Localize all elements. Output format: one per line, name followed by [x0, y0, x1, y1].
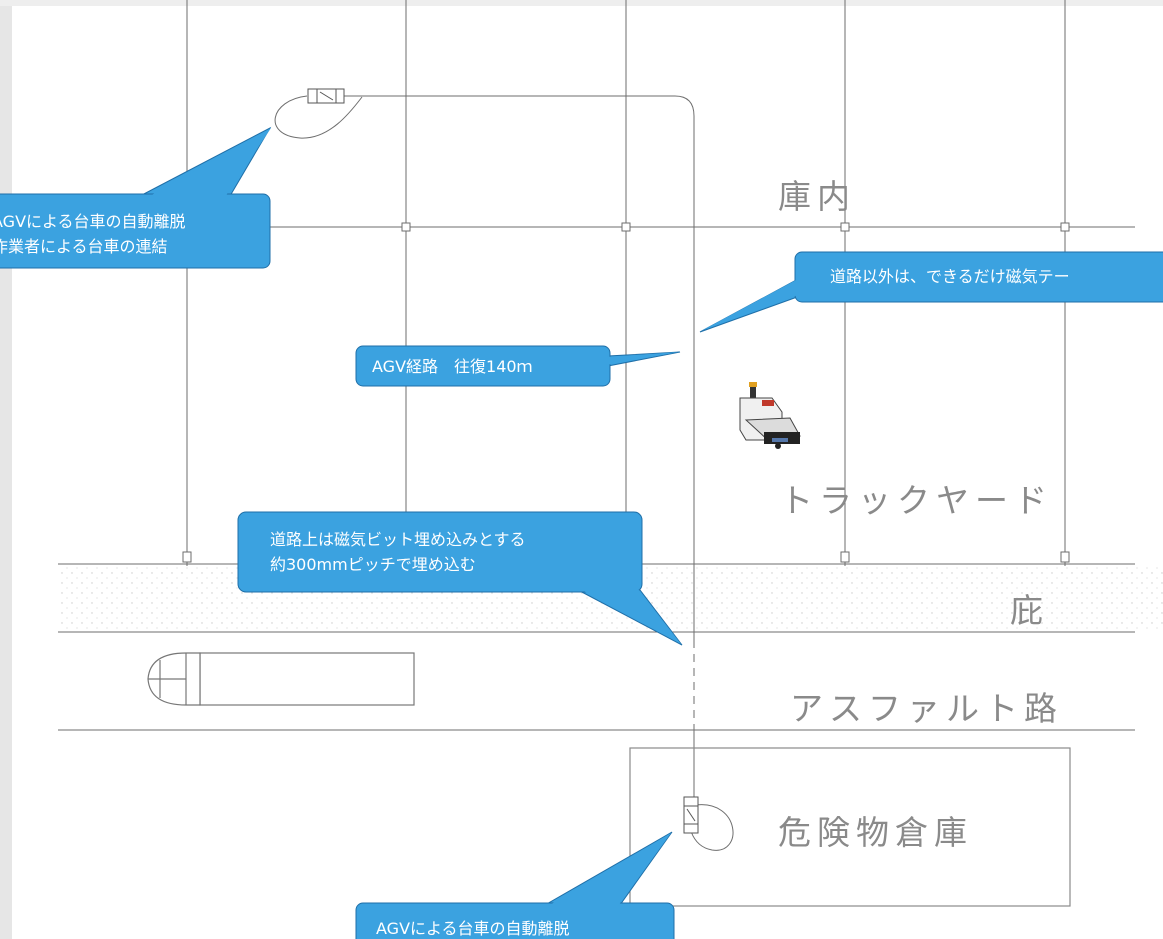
label-hazmat-warehouse: 危険物倉庫 — [778, 813, 973, 852]
agv-route — [274, 95, 734, 851]
label-asphalt-road: アスファルト路 — [790, 689, 1063, 728]
column-markers — [182, 222, 1070, 563]
truck-icon — [147, 652, 415, 706]
grid-lines — [58, 0, 1135, 731]
callout-road: 道路上は磁気ビット埋め込みとする 約300mmピッチで埋め込む — [237, 511, 683, 646]
callout-route: AGV経路 往復140ｍ — [355, 345, 681, 387]
callout-bottom: AGVによる台車の自動離脱 — [355, 831, 675, 939]
cart-station-icon — [683, 796, 699, 834]
label-truck-yard: トラックヤード — [780, 481, 1053, 520]
callout-road-line2: 約300mmピッチで埋め込む — [270, 555, 476, 574]
callout-top-left: AGVによる台車の自動離脱 作業者による台車の連結 — [0, 126, 272, 269]
callout-top-left-line1: AGVによる台車の自動離脱 — [0, 212, 186, 231]
callout-top-right-text: 道路以外は、できるだけ磁気テー — [830, 267, 1070, 286]
label-eaves: 庇 — [1010, 591, 1049, 630]
callout-top-right: 道路以外は、できるだけ磁気テー — [699, 251, 1163, 333]
hazmat-warehouse-outline — [629, 747, 1071, 907]
callout-road-line1: 道路上は磁気ビット埋め込みとする — [270, 530, 526, 549]
callout-bottom-text: AGVによる台車の自動離脱 — [376, 919, 570, 938]
label-warehouse-inside: 庫内 — [778, 177, 856, 216]
agv-robot-icon — [739, 382, 801, 449]
callout-route-text: AGV経路 往復140ｍ — [372, 357, 533, 376]
cart-station-icon — [307, 88, 345, 104]
top-margin — [0, 0, 1163, 6]
callout-top-left-line2: 作業者による台車の連結 — [0, 237, 168, 256]
left-margin — [0, 0, 12, 939]
